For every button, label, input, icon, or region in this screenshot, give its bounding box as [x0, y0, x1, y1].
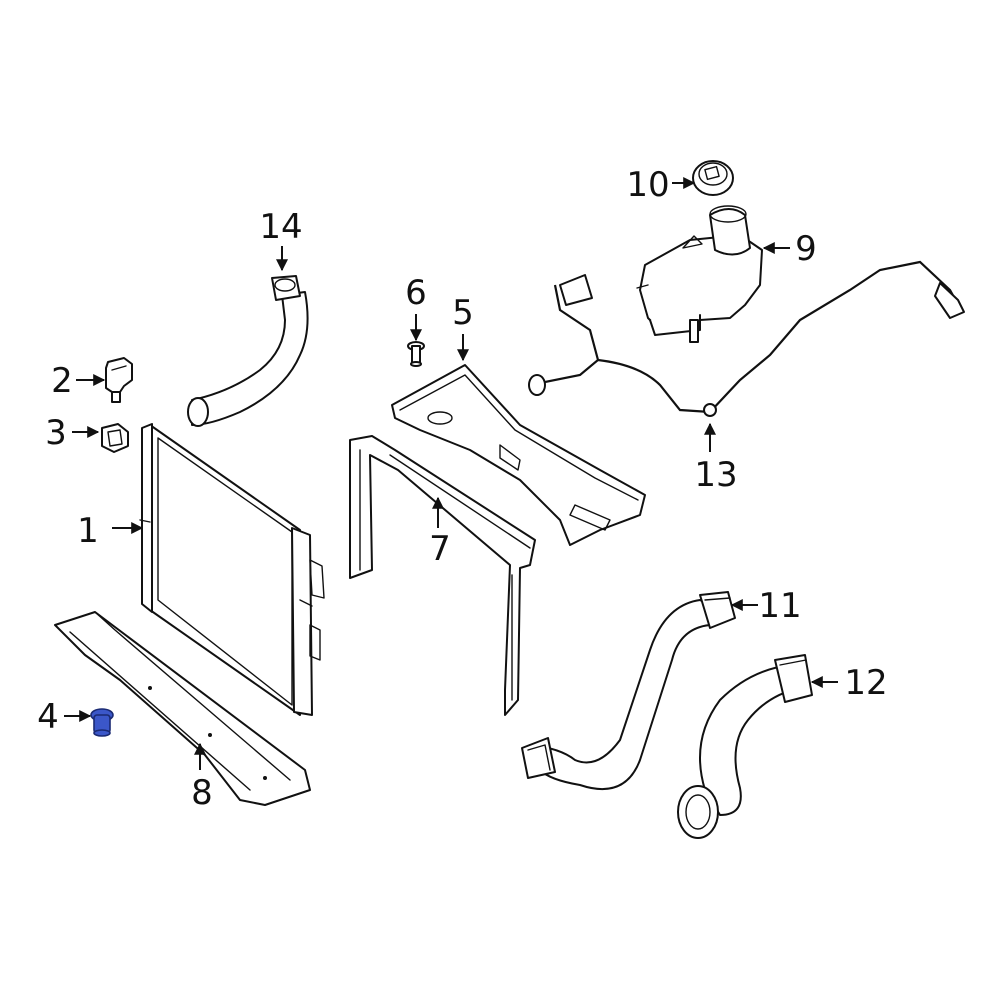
fastener-bolt-part[interactable]: [90, 708, 114, 737]
upper-radiator-hose-part[interactable]: [677, 654, 813, 839]
coolant-hose-part[interactable]: [187, 275, 309, 427]
callout-10: 10: [626, 165, 669, 205]
callout-14: 14: [259, 207, 302, 247]
callout-13: 13: [694, 455, 737, 495]
expansion-tank-cap-part[interactable]: [692, 160, 734, 196]
radiator-support-frame-part[interactable]: [349, 435, 536, 716]
leader-arrows: [64, 177, 838, 770]
callout-7: 7: [429, 529, 451, 569]
callout-labels: 1 2 3 4 5 6 7 8 9 10 11 12 13 14: [37, 165, 887, 813]
callout-11: 11: [758, 586, 801, 626]
callout-5: 5: [452, 293, 474, 333]
callout-3: 3: [45, 413, 67, 453]
push-pin-part[interactable]: [407, 341, 425, 367]
callout-2: 2: [51, 361, 73, 401]
callout-8: 8: [191, 773, 213, 813]
coolant-expansion-tank-part[interactable]: [636, 205, 763, 343]
radiator-bracket-clip-part[interactable]: [105, 357, 133, 403]
radiator-part[interactable]: [139, 423, 325, 716]
callout-9: 9: [795, 229, 817, 269]
radiator-mount-bushing-part[interactable]: [101, 423, 129, 453]
callout-4: 4: [37, 697, 59, 737]
lower-air-deflector-part[interactable]: [54, 611, 311, 806]
vent-line-part[interactable]: [528, 260, 965, 417]
lower-radiator-hose-part[interactable]: [521, 591, 736, 791]
upper-support-part[interactable]: [391, 364, 646, 546]
callout-6: 6: [405, 273, 427, 313]
callout-12: 12: [844, 663, 887, 703]
callout-1: 1: [77, 511, 99, 551]
